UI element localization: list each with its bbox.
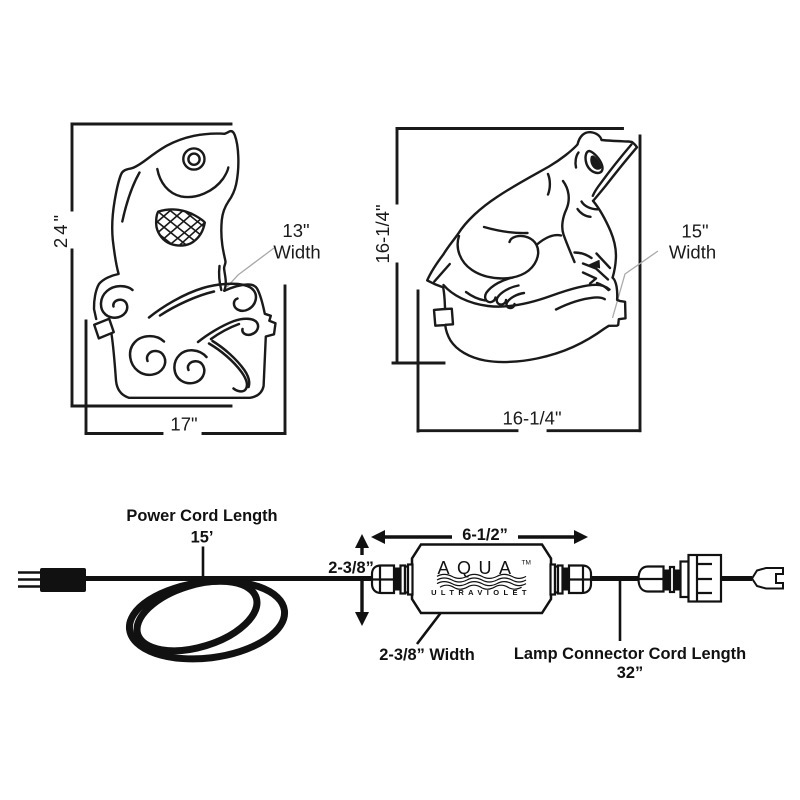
svg-text:6-1/2”: 6-1/2” xyxy=(462,526,508,544)
svg-text:Width: Width xyxy=(273,241,320,262)
svg-text:16-1/4": 16-1/4" xyxy=(372,204,393,263)
svg-text:15’: 15’ xyxy=(191,529,214,547)
svg-text:32”: 32” xyxy=(617,664,643,682)
svg-text:24": 24" xyxy=(50,212,71,248)
svg-text:Lamp Connector Cord Length: Lamp Connector Cord Length xyxy=(514,645,746,663)
svg-text:TM: TM xyxy=(522,560,531,567)
svg-text:ULTRAVIOLET: ULTRAVIOLET xyxy=(431,588,531,597)
svg-text:Width: Width xyxy=(669,242,716,263)
svg-text:15": 15" xyxy=(681,221,708,242)
svg-text:2-3/8” Width: 2-3/8” Width xyxy=(379,646,474,664)
svg-text:16-1/4": 16-1/4" xyxy=(502,408,561,429)
svg-text:17": 17" xyxy=(170,414,197,435)
svg-text:Power Cord Length: Power Cord Length xyxy=(126,507,277,525)
svg-text:2-3/8”: 2-3/8” xyxy=(328,559,374,577)
svg-text:AQUA: AQUA xyxy=(437,558,518,578)
svg-text:13": 13" xyxy=(282,220,309,241)
